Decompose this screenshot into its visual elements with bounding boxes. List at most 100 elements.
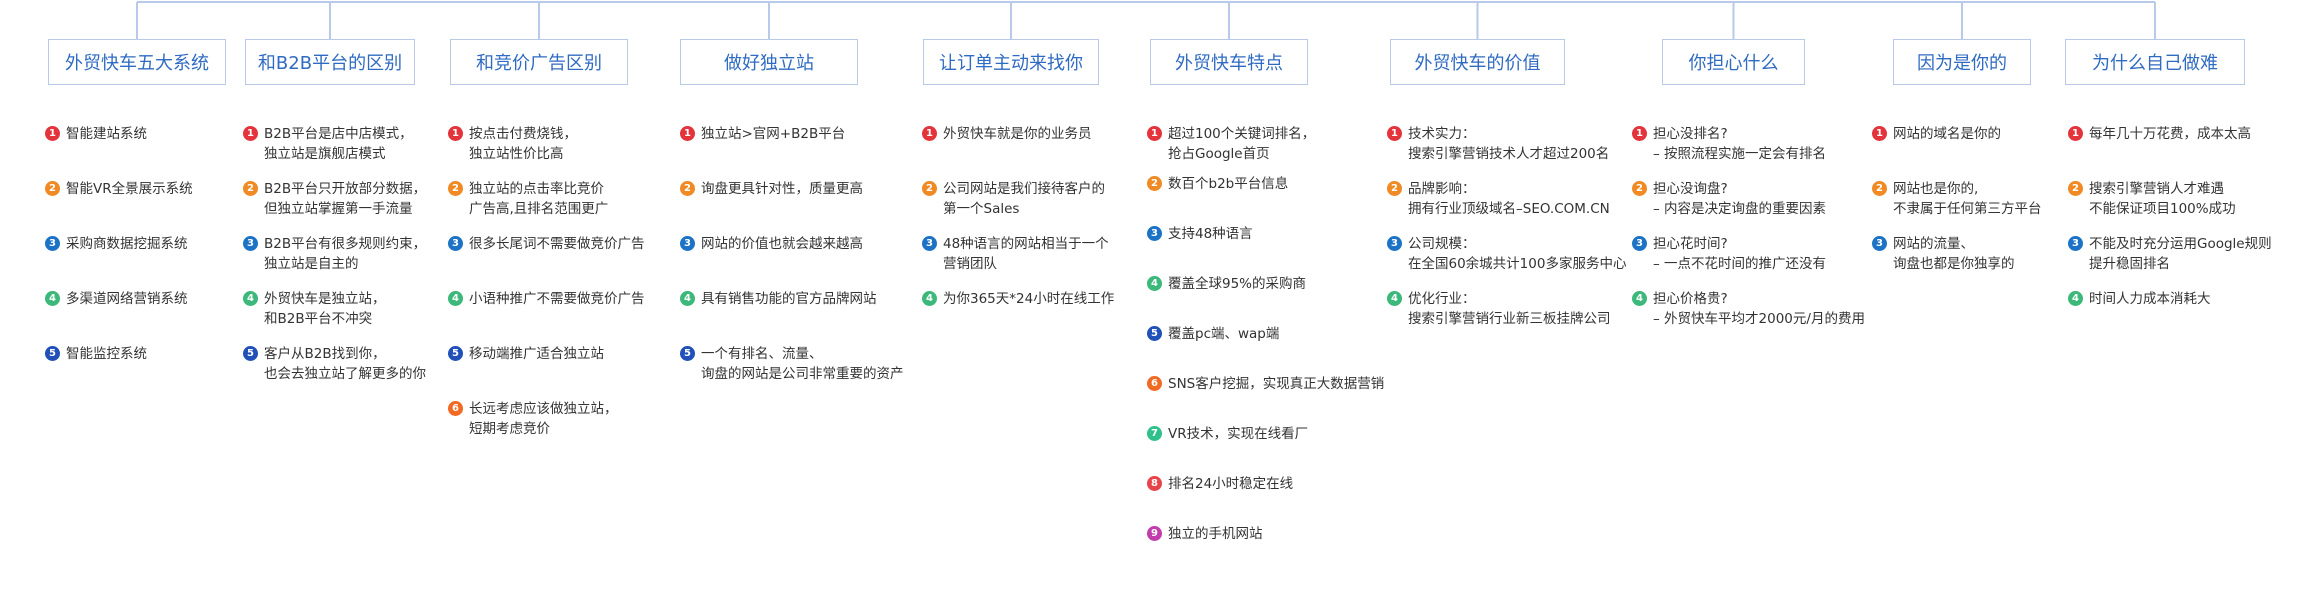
item-text: 搜索引擎营销人才难遇不能保证项目100%成功	[2089, 179, 2236, 219]
item-text: 独立站的点击率比竞价广告高,且排名范围更广	[469, 179, 608, 219]
item-text: B2B平台有很多规则约束，独立站是自主的	[264, 234, 426, 274]
item-line: 支持48种语言	[1168, 226, 1253, 242]
number-badge-icon: 1	[2068, 126, 2083, 141]
item-text: 长远考虑应该做独立站，短期考虑竞价	[469, 399, 618, 439]
item-text: 网站也是你的, 不隶属于任何第三方平台	[1893, 179, 2042, 219]
item-text: 覆盖全球95%的采购商	[1168, 274, 1306, 294]
item-text: B2B平台是店中店模式，独立站是旗舰店模式	[264, 124, 413, 164]
item-line: SNS客户挖掘，实现真正大数据营销	[1168, 376, 1385, 392]
item-line: 客户从B2B找到你，	[264, 346, 386, 362]
item-line: VR技术，实现在线看厂	[1168, 426, 1309, 442]
item-line: 担心价格贵?	[1653, 291, 1728, 307]
item-line: – 一点不花时间的推广还没有	[1653, 256, 1827, 272]
item-line: 覆盖pc端、wap端	[1168, 326, 1280, 342]
list-item: 6 长远考虑应该做独立站，短期考虑竞价	[448, 399, 618, 439]
item-line: B2B平台只开放部分数据，	[264, 181, 427, 197]
item-line: 每年几十万花费，成本太高	[2089, 126, 2251, 142]
item-line: 优化行业：	[1408, 291, 1476, 307]
item-line: 询盘的网站是公司非常重要的资产	[701, 366, 904, 382]
item-line: 广告高,且排名范围更广	[469, 201, 609, 217]
item-text: 不能及时充分运用Google规则提升稳固排名	[2089, 234, 2272, 274]
number-badge-icon: 4	[448, 291, 463, 306]
number-badge-icon: 5	[1147, 326, 1162, 341]
number-badge-icon: 2	[448, 181, 463, 196]
header-because-yours: 因为是你的	[1893, 39, 2031, 85]
item-line: 一个有排名、流量、	[701, 346, 823, 362]
item-line: 询盘也都是你独享的	[1893, 256, 2015, 272]
number-badge-icon: 1	[1872, 126, 1887, 141]
item-line: 采购商数据挖掘系统	[66, 236, 188, 252]
item-text: 外贸快车是独立站，和B2B平台不冲突	[264, 289, 386, 329]
item-text: 智能监控系统	[66, 344, 147, 364]
item-line: 担心没排名?	[1653, 126, 1728, 142]
item-text: B2B平台只开放部分数据，但独立站掌握第一手流量	[264, 179, 426, 219]
item-line: 智能VR全景展示系统	[66, 181, 193, 197]
item-text: 独立的手机网站	[1168, 524, 1263, 544]
item-line: 拥有行业顶级域名–SEO.COM.CN	[1408, 201, 1610, 217]
item-line: 网站的价值也就会越来越高	[701, 236, 863, 252]
item-text: 采购商数据挖掘系统	[66, 234, 188, 254]
number-badge-icon: 2	[1632, 181, 1647, 196]
item-line: 小语种推广不需要做竞价广告	[469, 291, 645, 307]
number-badge-icon: 2	[243, 181, 258, 196]
item-line: 不隶属于任何第三方平台	[1893, 201, 2042, 217]
item-line: 和B2B平台不冲突	[264, 311, 373, 327]
item-line: 抢占Google首页	[1168, 146, 1270, 162]
item-line: 数百个b2b平台信息	[1168, 176, 1289, 192]
item-text: 客户从B2B找到你，也会去独立站了解更多的你	[264, 344, 426, 384]
item-line: 提升稳固排名	[2089, 256, 2170, 272]
number-badge-icon: 4	[1147, 276, 1162, 291]
item-line: 搜索引擎营销技术人才超过200名	[1408, 146, 1610, 162]
item-line: 担心没询盘?	[1653, 181, 1728, 197]
item-text: 技术实力： 搜索引擎营销技术人才超过200名	[1408, 124, 1609, 164]
number-badge-icon: 3	[448, 236, 463, 251]
item-text: 小语种推广不需要做竞价广告	[469, 289, 645, 309]
number-badge-icon: 5	[45, 346, 60, 361]
number-badge-icon: 6	[448, 401, 463, 416]
item-line: 公司网站是我们接待客户的	[943, 181, 1105, 197]
item-line: 智能监控系统	[66, 346, 147, 362]
item-line: 长远考虑应该做独立站，	[469, 401, 618, 417]
item-text: 多渠道网络营销系统	[66, 289, 188, 309]
number-badge-icon: 2	[680, 181, 695, 196]
number-badge-icon: 4	[45, 291, 60, 306]
item-line: 时间人力成本消耗大	[2089, 291, 2211, 307]
number-badge-icon: 1	[448, 126, 463, 141]
number-badge-icon: 4	[1632, 291, 1647, 306]
item-line: 网站也是你的,	[1893, 181, 1979, 197]
header-why-hard-alone: 为什么自己做难	[2065, 39, 2245, 85]
header-five-systems: 外贸快车五大系统	[48, 39, 226, 85]
item-line: 网站的流量、	[1893, 236, 1974, 252]
item-text: 具有销售功能的官方品牌网站	[701, 289, 877, 309]
list-item: 4 小语种推广不需要做竞价广告	[448, 289, 645, 309]
item-line: 技术实力：	[1408, 126, 1476, 142]
item-text: 覆盖pc端、wap端	[1168, 324, 1279, 344]
number-badge-icon: 1	[922, 126, 937, 141]
item-line: 营销团队	[943, 256, 997, 272]
item-line: 独立的手机网站	[1168, 526, 1263, 542]
item-line: 智能建站系统	[66, 126, 147, 142]
number-badge-icon: 4	[1387, 291, 1402, 306]
number-badge-icon: 3	[1872, 236, 1887, 251]
item-text: 优化行业：搜索引擎营销行业新三板挂牌公司	[1408, 289, 1611, 329]
item-text: 按点击付费烧钱，独立站性价比高	[469, 124, 577, 164]
